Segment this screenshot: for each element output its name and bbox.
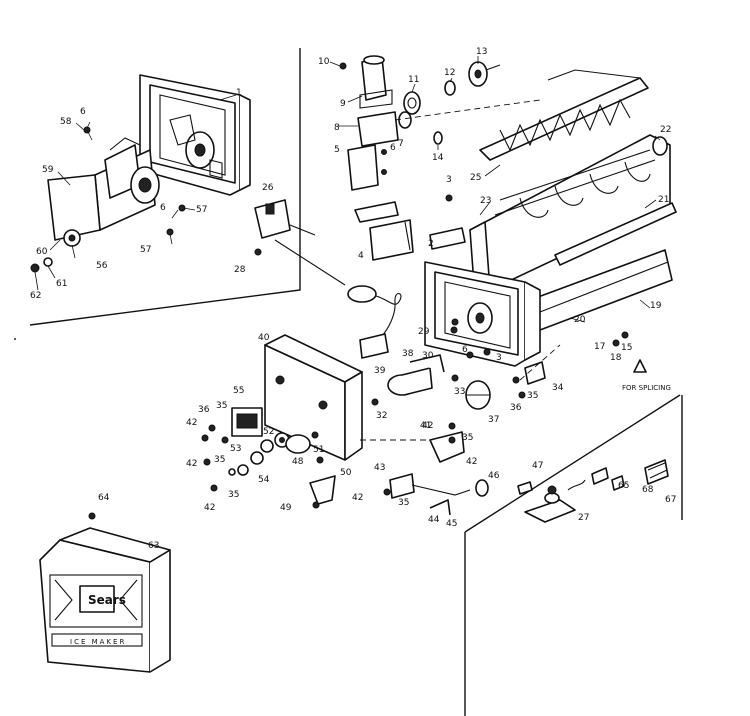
callout: 50 — [340, 468, 352, 478]
splicing-note: FOR SPLICING — [622, 384, 671, 392]
callout: 48 — [292, 457, 304, 467]
callout: 1 — [236, 88, 242, 98]
callout: 9 — [340, 99, 346, 109]
callout: 3 — [496, 353, 502, 363]
ice-mold-and-ejector — [469, 69, 677, 331]
callout: 6 — [160, 203, 166, 213]
callout: 25 — [470, 173, 481, 183]
callout: 39 — [374, 366, 386, 376]
callout: 67 — [665, 495, 676, 505]
mold-housing — [424, 194, 541, 367]
callout: 57 — [196, 205, 207, 215]
callout: 42 — [204, 503, 215, 513]
callout: 22 — [660, 125, 671, 135]
callout: 6 — [390, 143, 396, 153]
ice-maker-front-cover — [39, 512, 171, 673]
callout: 23 — [480, 196, 491, 206]
callout: 40 — [258, 333, 270, 343]
callout: 42 — [466, 457, 477, 467]
callout: 35 — [228, 490, 239, 500]
callout: 5 — [334, 145, 340, 155]
callout: 42 — [186, 459, 197, 469]
callout: 52 — [263, 427, 274, 437]
callout: 35 — [214, 455, 225, 465]
callout: 56 — [96, 261, 108, 271]
water-valve — [524, 459, 669, 523]
callout: 21 — [658, 195, 669, 205]
callout: 38 — [402, 349, 414, 359]
control-module — [201, 326, 647, 516]
callout: 3 — [446, 175, 452, 185]
callout: 35 — [462, 433, 473, 443]
callout: 68 — [642, 485, 654, 495]
callout: 55 — [233, 386, 244, 396]
callout: 18 — [610, 353, 622, 363]
callout: 42 — [352, 493, 363, 503]
callout: 44 — [428, 515, 440, 525]
callout: 47 — [532, 461, 543, 471]
callout: 43 — [374, 463, 385, 473]
callout: 12 — [444, 68, 455, 78]
callout: 41 — [420, 421, 431, 431]
callout: 6 — [80, 107, 86, 117]
callout: 34 — [552, 383, 564, 393]
callout: 15 — [621, 343, 632, 353]
callout: 17 — [594, 342, 605, 352]
callout: 53 — [230, 444, 241, 454]
callout: 61 — [56, 279, 67, 289]
callout: 64 — [98, 493, 110, 503]
callout: 8 — [334, 123, 340, 133]
callout: 36 — [198, 405, 210, 415]
callout: 57 — [140, 245, 151, 255]
callout: 4 — [358, 251, 364, 261]
callout: 65 — [618, 481, 629, 491]
callout: 49 — [280, 503, 292, 513]
callout: 35 — [398, 498, 409, 508]
callout: 14 — [432, 153, 444, 163]
callout: 20 — [574, 315, 586, 325]
callout: 19 — [650, 301, 662, 311]
callout: 46 — [488, 471, 500, 481]
callout: 54 — [258, 475, 270, 485]
callout: 59 — [42, 165, 54, 175]
callout: 36 — [510, 403, 522, 413]
callout: 30 — [422, 351, 434, 361]
callout: 26 — [262, 183, 274, 193]
inset-housing-assembly — [30, 74, 251, 273]
callout: 45 — [446, 519, 457, 529]
cover-emblem: Sears — [88, 593, 126, 607]
callout: 63 — [148, 541, 159, 551]
callout: 62 — [30, 291, 41, 301]
callout: 2 — [428, 239, 434, 249]
separator-lines — [14, 48, 683, 716]
callout: 11 — [408, 75, 419, 85]
callout: 7 — [398, 139, 404, 149]
callout: 32 — [376, 411, 387, 421]
motor-and-gears — [339, 55, 541, 191]
callout: 33 — [454, 387, 465, 397]
callout-labels: 1 2 3 4 5 6 7 8 9 10 11 12 13 14 15 17 1… — [30, 47, 676, 551]
thermostat-and-harness — [254, 199, 414, 359]
leader-lines — [34, 56, 661, 323]
callout: 13 — [476, 47, 487, 57]
callout: 29 — [418, 327, 430, 337]
callout: 35 — [527, 391, 538, 401]
callout: 42 — [186, 418, 197, 428]
cover-label: ICE MAKER — [70, 638, 126, 646]
callout: 10 — [318, 57, 330, 67]
callout: 51 — [313, 445, 324, 455]
callout: 35 — [216, 401, 227, 411]
callout: 27 — [578, 513, 589, 523]
callout: 28 — [234, 265, 246, 275]
callout: 42 — [422, 421, 433, 431]
callout: 6 — [462, 345, 468, 355]
callout: 60 — [36, 247, 48, 257]
callout: 58 — [60, 117, 72, 127]
callout: 37 — [488, 415, 499, 425]
